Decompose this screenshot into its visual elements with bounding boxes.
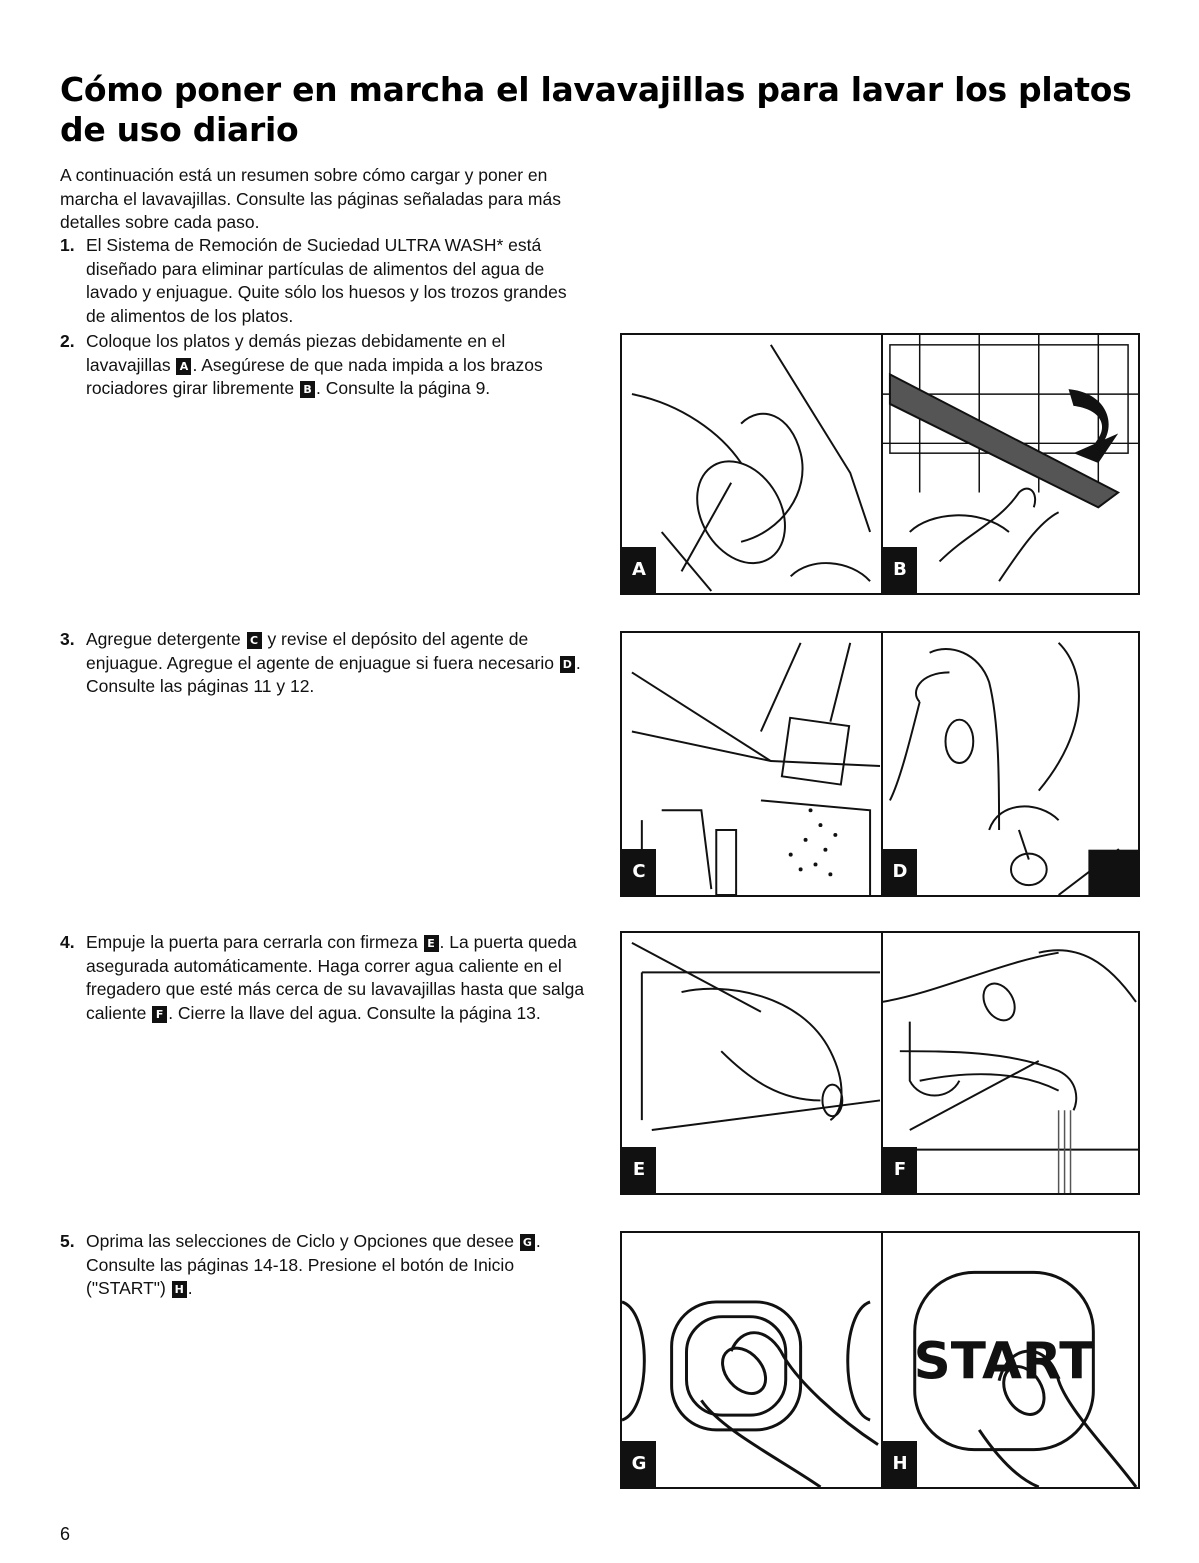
figure-ref-badge: D xyxy=(559,655,575,673)
step-number: 5. xyxy=(60,1231,75,1251)
step-number: 2. xyxy=(60,331,75,351)
control-buttons-illustration: START xyxy=(622,1270,1138,1487)
intro-paragraph: A continuación está un resumen sobre cóm… xyxy=(60,165,561,232)
step-text: . La puerta queda asegurada automáticame… xyxy=(86,932,585,1023)
step-3: 3. Agregue detergente C y revise el depó… xyxy=(60,628,588,699)
panel-divider xyxy=(881,633,883,895)
step-text: . Asegúrese de que nada impida a los bra… xyxy=(86,354,543,399)
illustration-panel-gh: START G H xyxy=(620,1231,1140,1489)
illustration-panel-ab: A B xyxy=(620,333,1140,595)
loading-dishes-illustration xyxy=(631,335,1138,592)
step-number: 4. xyxy=(60,932,75,952)
figure-ref-badge: G xyxy=(519,1234,535,1251)
step-text: Coloque los platos y demás piezas debida… xyxy=(86,331,506,375)
panel-label: C xyxy=(622,849,656,895)
panel-label: E xyxy=(622,1147,656,1193)
step-5: 5. Oprima las selecciones de Ciclo y Opc… xyxy=(60,1230,588,1301)
step-number: 1. xyxy=(60,235,75,255)
panel-label: G xyxy=(622,1441,656,1487)
page-number: 6 xyxy=(60,1524,71,1544)
panel-label: B xyxy=(883,547,917,593)
panel-label: F xyxy=(883,1147,917,1193)
step-text: El Sistema de Remoción de Suciedad ULTRA… xyxy=(86,235,567,326)
step-text: . xyxy=(187,1278,193,1298)
step-text: Agregue detergente xyxy=(86,629,246,649)
illustration-panel-cd: C D xyxy=(620,631,1140,897)
panel-divider xyxy=(881,1233,883,1487)
illustration-panel-ef: E F xyxy=(620,931,1140,1195)
panel-label: A xyxy=(622,547,656,593)
step-1: 1. El Sistema de Remoción de Suciedad UL… xyxy=(60,234,588,328)
step-2: 2. Coloque los platos y demás piezas deb… xyxy=(60,330,588,401)
step-text: . Cierre la llave del agua. Consulte la … xyxy=(168,1002,541,1023)
figure-ref-badge: E xyxy=(423,935,439,952)
step-number: 3. xyxy=(60,629,75,649)
panel-divider xyxy=(881,335,883,593)
panel-label: H xyxy=(883,1441,917,1487)
panel-label: D xyxy=(883,849,917,895)
step-text: Empuje la puerta para cerrarla con firme… xyxy=(86,932,423,952)
step-text: . Consulte las páginas 11 y 12. xyxy=(86,652,581,697)
page-title: Cómo poner en marcha el lavavajillas par… xyxy=(60,70,1132,149)
figure-ref-badge: F xyxy=(152,1005,168,1023)
step-text: . Consulte la página 9. xyxy=(316,378,491,398)
figure-ref-badge: C xyxy=(246,632,262,649)
start-button-label: START xyxy=(914,1332,1095,1392)
step-4: 4. Empuje la puerta para cerrarla con fi… xyxy=(60,931,588,1025)
door-faucet-illustration xyxy=(631,941,1138,1193)
panel-divider xyxy=(881,933,883,1193)
figure-ref-badge: B xyxy=(300,381,316,398)
figure-ref-badge: A xyxy=(176,357,192,375)
detergent-rinse-aid-illustration xyxy=(631,642,1138,895)
figure-ref-badge: H xyxy=(171,1281,187,1298)
step-text: Oprima las selecciones de Ciclo y Opcion… xyxy=(86,1231,519,1251)
step-text: y revise el depósito del agente de enjua… xyxy=(86,629,559,673)
step-text: . Consulte las páginas 14-18. Presione e… xyxy=(86,1231,541,1298)
